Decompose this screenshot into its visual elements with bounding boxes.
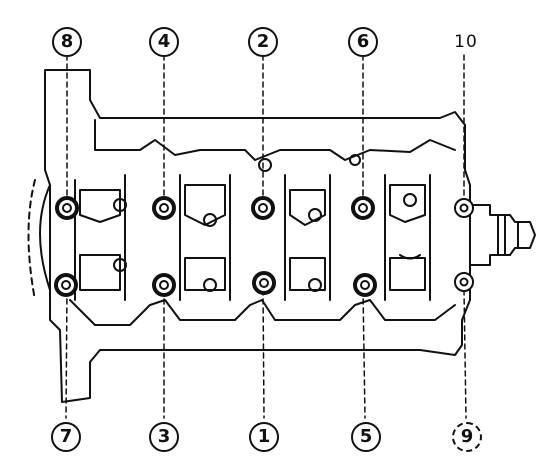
bolt-label-6: 6 — [348, 27, 378, 57]
bolt-head — [55, 196, 79, 220]
upper-contour — [94, 119, 456, 161]
lower-contour — [69, 299, 456, 326]
head-outline — [44, 69, 471, 403]
bolt-label-3: 3 — [149, 422, 179, 452]
bolt-label-9: 9 — [452, 422, 482, 452]
bolt-label-7: 7 — [51, 422, 81, 452]
bolt-label-2: 2 — [248, 27, 278, 57]
bolt-head — [351, 196, 375, 220]
bolt-head — [353, 273, 377, 297]
bolt-head — [152, 196, 176, 220]
left-end-cap — [39, 184, 51, 291]
bolt-head — [454, 198, 474, 218]
bolt-label-5: 5 — [351, 422, 381, 452]
bolt-label-8: 8 — [52, 27, 82, 57]
bolt-head — [252, 271, 276, 295]
bolt-head — [251, 196, 275, 220]
bolt-head — [54, 273, 78, 297]
output-shaft — [469, 204, 536, 266]
bolt-label-4: 4 — [149, 27, 179, 57]
bolt-label-10: 10 — [454, 31, 478, 52]
bolt-label-1: 1 — [249, 422, 279, 452]
bolt-head — [454, 272, 474, 292]
bolt-head — [152, 273, 176, 297]
